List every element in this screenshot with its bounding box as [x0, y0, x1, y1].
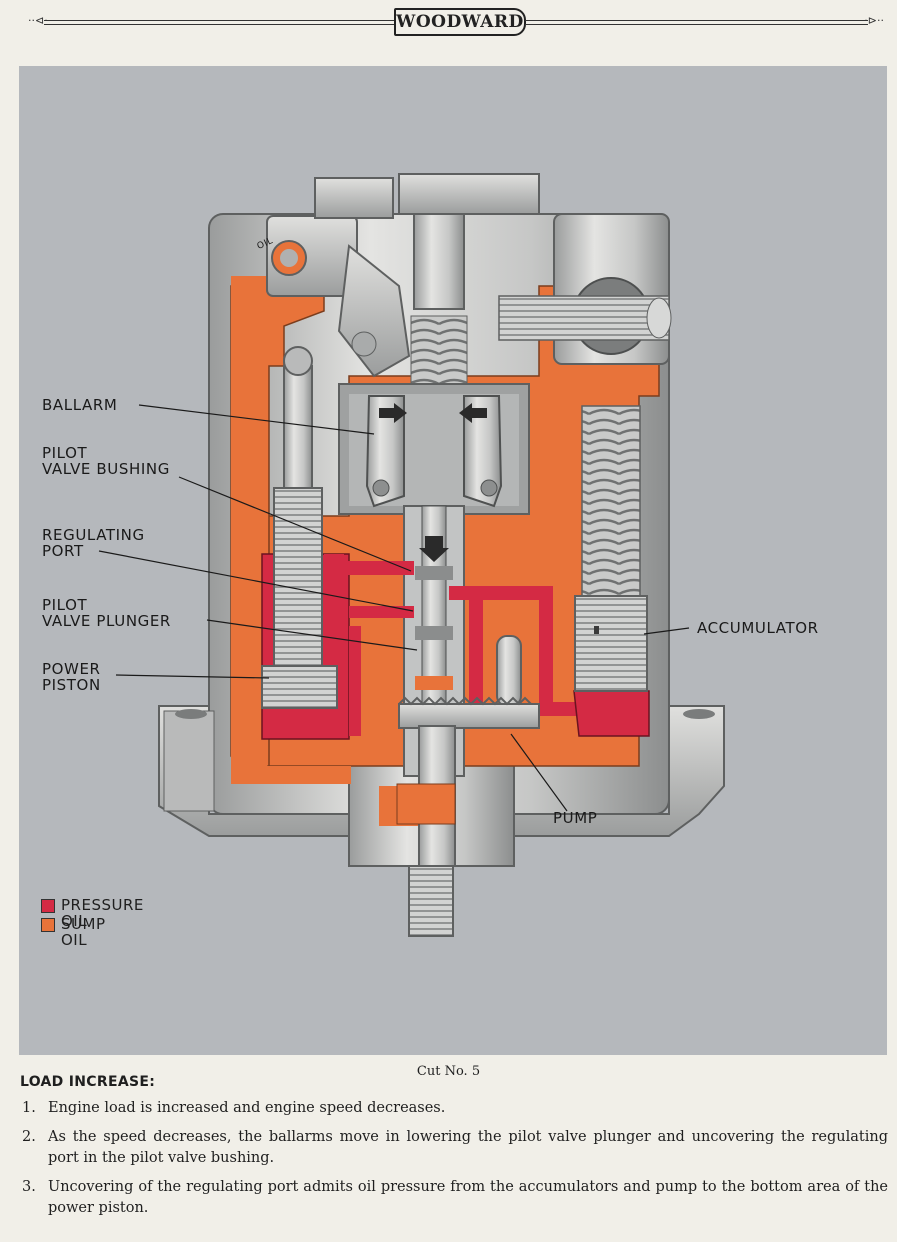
accumulator: [574, 405, 648, 692]
steps-list: 1. Engine load is increased and engine s…: [22, 1098, 888, 1227]
pump-gears: [398, 635, 540, 729]
step-text: Engine load is increased and engine spee…: [48, 1100, 446, 1116]
label-pilot-valve-plunger: PILOT VALVE PLUNGER: [42, 596, 171, 630]
label-pilot-valve-bushing: PILOT VALVE BUSHING: [42, 444, 170, 478]
pressure-oil-swatch: [41, 899, 55, 913]
rule-right: [525, 20, 868, 25]
list-item: 2. As the speed decreases, the ballarms …: [22, 1127, 888, 1169]
label-ballarm: BALLARM: [42, 396, 118, 414]
label-power-piston: POWER PISTON: [42, 660, 101, 694]
legend-label: SUMP OIL: [61, 915, 106, 949]
section-title: LOAD INCREASE:: [20, 1074, 156, 1090]
drive-shaft: [396, 725, 456, 937]
ornament-left: ··⊲·: [28, 14, 48, 27]
label-regulating-port: REGULATING PORT: [42, 526, 145, 560]
list-item: 3. Uncovering of the regulating port adm…: [22, 1177, 888, 1219]
governor-cutaway-illustration: BALLARM PILOT VALVE BUSHING REGULATING P…: [19, 66, 887, 1055]
sump-oil-swatch: [41, 918, 55, 932]
step-number: 3.: [22, 1179, 36, 1195]
governor-cutaway-drawing: [98, 173, 725, 937]
step-text: As the speed decreases, the ballarms mov…: [48, 1129, 888, 1166]
top-linkage: [266, 173, 672, 378]
label-pump: PUMP: [553, 809, 598, 827]
step-number: 1.: [22, 1100, 36, 1116]
ornament-right: ·⊳··: [864, 14, 884, 27]
label-accumulator: ACCUMULATOR: [697, 619, 819, 637]
step-number: 2.: [22, 1129, 36, 1145]
woodward-logo: WOODWARD: [394, 8, 526, 36]
figure-caption: Cut No. 5: [416, 1064, 481, 1079]
step-text: Uncovering of the regulating port admits…: [48, 1179, 888, 1216]
leader-lines: [98, 404, 690, 812]
legend-label: PRESSURE OIL: [61, 896, 144, 930]
brand-header: ··⊲· WOODWARD ·⊳··: [28, 8, 884, 36]
flyweight-head: [338, 383, 530, 515]
rule-left: [44, 20, 394, 25]
list-item: 1. Engine load is increased and engine s…: [22, 1098, 888, 1119]
